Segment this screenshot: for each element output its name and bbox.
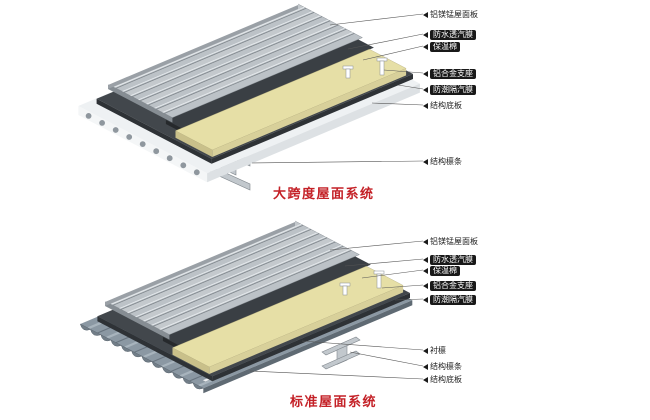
diagram-title-standard: 标准屋面系统 — [290, 394, 378, 409]
component-label: 防潮隔汽膜 — [423, 294, 476, 305]
component-label: 结构檩条 — [423, 361, 462, 372]
component-label: 防水透汽膜 — [423, 29, 476, 40]
component-label: 防水透汽膜 — [423, 254, 476, 265]
component-label-text: 结构底板 — [430, 100, 462, 110]
component-label-text: 铝镁锰屋面板 — [430, 9, 478, 19]
component-label: 结构檩条 — [423, 156, 462, 167]
component-label: 铝镁锰屋面板 — [423, 9, 478, 20]
leader-arrow-icon — [423, 296, 428, 303]
component-label-text: 结构底板 — [430, 374, 462, 384]
leader-arrow-icon — [423, 70, 428, 77]
leader-arrow-icon — [423, 256, 428, 263]
leader-arrow-icon — [423, 102, 428, 109]
leader-arrow-icon — [423, 347, 428, 354]
leader-arrow-icon — [423, 267, 428, 274]
component-label-text: 铝合金支座 — [430, 280, 476, 291]
leader-arrow-icon — [423, 86, 428, 93]
component-label-text: 结构檩条 — [430, 361, 462, 371]
component-label: 铝镁锰屋面板 — [423, 236, 478, 247]
component-label-text: 防水透汽膜 — [430, 254, 476, 265]
leader-arrow-icon — [423, 238, 428, 245]
component-label: 防潮隔汽膜 — [423, 84, 476, 95]
diagram-title-large-span: 大跨度屋面系统 — [273, 186, 375, 201]
component-label-text: 衬檩 — [430, 345, 446, 355]
component-label-text: 铝合金支座 — [430, 68, 476, 79]
component-label: 保温棉 — [423, 265, 460, 276]
component-label: 保温棉 — [423, 41, 460, 52]
leader-arrow-icon — [423, 363, 428, 370]
component-label-text: 防潮隔汽膜 — [430, 294, 476, 305]
leader-arrow-icon — [423, 376, 428, 383]
leader-arrow-icon — [423, 31, 428, 38]
component-label-text: 保温棉 — [430, 265, 460, 276]
component-label: 衬檩 — [423, 345, 446, 356]
component-label-text: 结构檩条 — [430, 156, 462, 166]
component-label: 铝合金支座 — [423, 280, 476, 291]
leader-arrow-icon — [423, 158, 428, 165]
component-label-text: 铝镁锰屋面板 — [430, 236, 478, 246]
component-label: 结构底板 — [423, 374, 462, 385]
component-label: 铝合金支座 — [423, 68, 476, 79]
leader-arrow-icon — [423, 11, 428, 18]
component-label-text: 防潮隔汽膜 — [430, 84, 476, 95]
leader-arrow-icon — [423, 282, 428, 289]
component-label-text: 防水透汽膜 — [430, 29, 476, 40]
leader-arrow-icon — [423, 43, 428, 50]
component-label: 结构底板 — [423, 100, 462, 111]
component-label-text: 保温棉 — [430, 41, 460, 52]
